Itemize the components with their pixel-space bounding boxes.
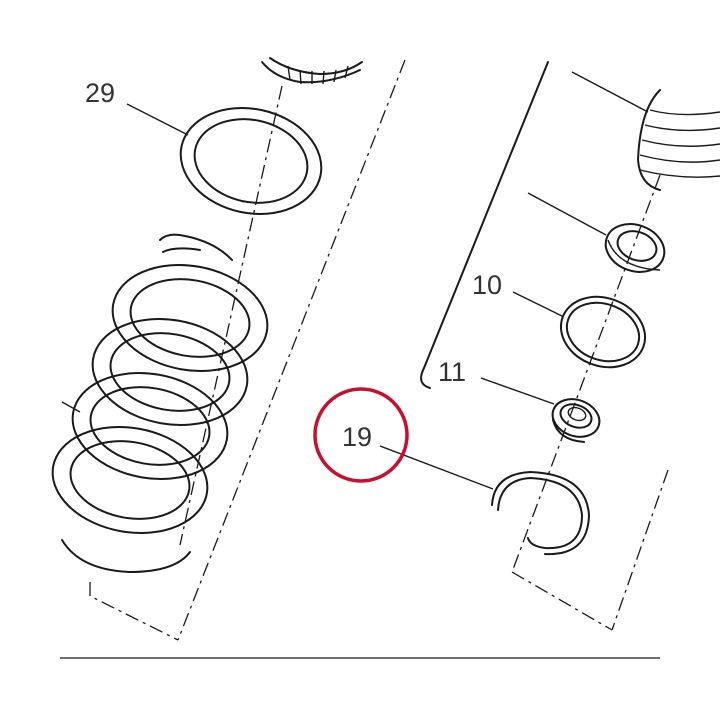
right-bracket [511, 571, 613, 631]
housing-edge-line [420, 61, 549, 389]
left-center-axis [179, 85, 283, 546]
bearing-fragment [261, 57, 363, 85]
seal-part-11 [551, 398, 601, 443]
seat-ring [604, 223, 666, 273]
stacked-component-top [637, 89, 720, 191]
callout-label-19: 19 [342, 422, 372, 452]
highlight-circle-19 [313, 387, 409, 483]
coil-spring [51, 233, 269, 573]
callout-label-10: 10 [472, 270, 502, 300]
washer-part-29 [179, 107, 323, 215]
leader-line-29 [126, 103, 189, 136]
o-ring-part-10 [559, 295, 647, 369]
leader-line-10 [512, 291, 563, 317]
snap-ring-part-19 [491, 471, 590, 556]
leader-line-upper-right [571, 71, 649, 113]
callout-label-11: 11 [438, 357, 466, 387]
left-bracket [89, 582, 179, 641]
left-boundary-line [177, 59, 406, 641]
leader-line-19 [379, 445, 494, 490]
right-center-axis [511, 174, 661, 573]
leader-line-11 [480, 377, 555, 405]
leader-line-seat-ring [527, 192, 607, 236]
callout-label-29: 29 [85, 78, 115, 108]
right-boundary-line [611, 469, 669, 631]
